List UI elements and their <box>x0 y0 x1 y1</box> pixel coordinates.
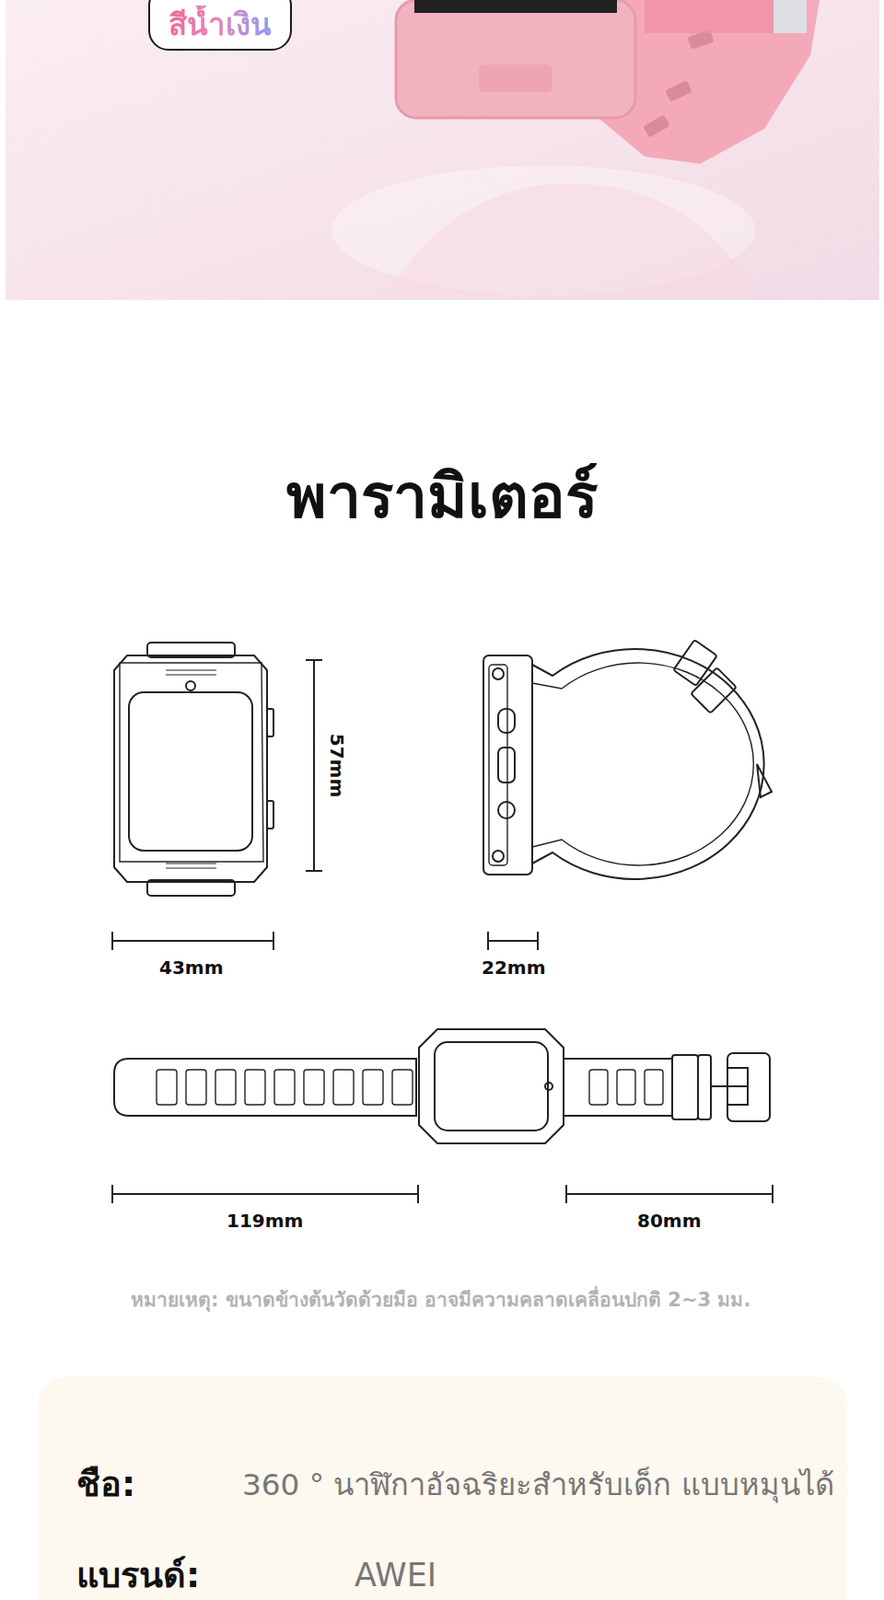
color-tag: สีน้ำเงิน <box>148 0 292 51</box>
spec-value: 360 ° นาฬิกาอัจฉริยะสำหรับเด็ก แบบหมุนได… <box>242 1466 835 1505</box>
spec-panel: ชือ: 360 ° นาฬิกาอัจฉริยะสำหรับเด็ก แบบหม… <box>37 1377 848 1600</box>
side-view-drawing <box>483 639 772 880</box>
pink-watch-photo <box>331 0 820 295</box>
dimension-label: 22mm <box>481 956 547 980</box>
strap-view-drawing <box>114 1029 770 1144</box>
spec-key: แบรนด์: <box>76 1554 200 1599</box>
dimension-label: 57mm <box>325 733 349 799</box>
dimension-label: 43mm <box>159 956 224 980</box>
dimension-label: 80mm <box>637 1209 702 1233</box>
dimension-label: 119mm <box>226 1209 303 1233</box>
page-title: พารามิเตอร์ <box>286 457 598 537</box>
color-name: สีน้ำเงิน <box>168 5 272 44</box>
front-view-drawing <box>114 642 274 896</box>
dimension-lines <box>112 660 773 1204</box>
photo-ground <box>5 0 880 301</box>
spec-key: ชือ: <box>76 1463 136 1508</box>
spec-value: AWEI <box>354 1556 437 1597</box>
measurement-note: หมายเหตุ: ขนาดข้างต้นวัดด้วยมือ อาจมีควา… <box>130 1288 751 1313</box>
